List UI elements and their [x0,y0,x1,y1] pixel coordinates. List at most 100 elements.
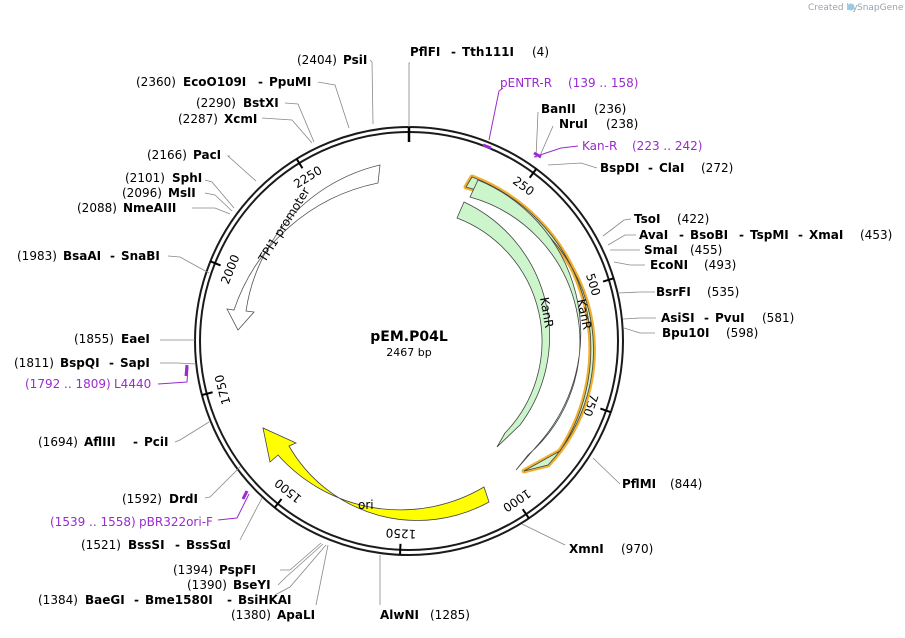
svg-text:PflMI: PflMI [622,477,656,491]
svg-text:PvuI: PvuI [715,311,745,325]
site-label-apali[interactable]: (1380) ApaLI [231,608,315,622]
svg-text:EaeI: EaeI [121,332,150,346]
site-label-banii[interactable]: BanII (236) [541,102,626,116]
svg-text:-: - [798,228,803,242]
svg-text:(535): (535) [707,285,739,299]
svg-text:-: - [679,228,684,242]
svg-text:Tth111I: Tth111I [462,45,514,59]
site-label-sphi[interactable]: (2101) SphI [125,171,202,185]
svg-text:-: - [648,161,653,175]
svg-text:BsrFI: BsrFI [656,285,691,299]
site-label-afliii[interactable]: (1694) AflIII - PciI [38,435,169,449]
svg-text:L4440: L4440 [114,377,151,391]
svg-text:(272): (272) [701,161,733,175]
svg-text:-: - [133,435,138,449]
svg-text:ApaLI: ApaLI [277,608,315,622]
site-label-psii[interactable]: (2404) PsiI [297,53,367,67]
primer-label-l4440[interactable]: (1792 .. 1809) L4440 [25,377,151,391]
feature-label-ori: ori [358,498,374,512]
svg-text:(1983): (1983) [17,249,57,263]
svg-text:TspMI: TspMI [750,228,789,242]
svg-text:EcoNI: EcoNI [650,258,688,272]
svg-text:(223 .. 242): (223 .. 242) [632,139,702,153]
svg-text:(1394): (1394) [173,563,213,577]
svg-text:(1855): (1855) [74,332,114,346]
feature-label-kanr-outer: KanR [574,298,594,331]
site-label-avai[interactable]: AvaI - BsoBI - TspMI - XmaI (453) [639,228,892,242]
site-label-bsrfi[interactable]: BsrFI (535) [656,285,739,299]
svg-text:-: - [739,228,744,242]
svg-text:(1380): (1380) [231,608,271,622]
primer-pentr-r-mark [483,145,491,148]
svg-text:(453): (453) [860,228,892,242]
site-label-xcmi[interactable]: (2287) XcmI [178,112,257,126]
svg-text:SphI: SphI [172,171,202,185]
svg-text:(1694): (1694) [38,435,78,449]
snapgene-logo-icon [848,4,855,11]
site-label-pflfi[interactable]: PflFI - Tth111I (4) [410,45,549,59]
site-label-bpu10i[interactable]: Bpu10I (598) [662,326,758,340]
svg-text:(4): (4) [532,45,549,59]
svg-text:(422): (422) [677,212,709,226]
svg-text:TsoI: TsoI [634,212,660,226]
site-label-bseyi[interactable]: (1390) BseYI [187,578,271,592]
site-label-ecoo109i[interactable]: (2360) EcoO109I - PpuMI [136,75,311,89]
svg-text:pBR322ori-F: pBR322ori-F [139,515,213,529]
svg-text:BspDI: BspDI [600,161,639,175]
site-label-econi[interactable]: EcoNI (493) [650,258,736,272]
svg-text:-: - [134,593,139,607]
primer-label-kan-r[interactable]: Kan-R (223 .. 242) [582,139,702,153]
svg-text:XcmI: XcmI [224,112,257,126]
plasmid-length: 2467 bp [386,346,431,359]
site-label-drdi[interactable]: (1592) DrdI [122,492,198,506]
site-label-bstxi[interactable]: (2290) BstXI [196,96,279,110]
svg-text:-: - [258,75,263,89]
site-label-bsssi[interactable]: (1521) BssSI - BssSαI [81,538,231,552]
svg-text:SnaBI: SnaBI [121,249,160,263]
site-label-tsoi[interactable]: TsoI (422) [634,212,709,226]
feature-kanr-inner[interactable] [457,202,550,447]
svg-text:(493): (493) [704,258,736,272]
site-label-baegi[interactable]: (1384) BaeGI - Bme1580I - BsiHKAI [38,593,292,607]
svg-text:pENTR-R: pENTR-R [500,76,552,90]
svg-text:NruI: NruI [559,117,588,131]
svg-text:(1592): (1592) [122,492,162,506]
svg-text:MslI: MslI [168,186,196,200]
svg-text:PspFI: PspFI [219,563,256,577]
svg-text:Bme1580I: Bme1580I [145,593,213,607]
svg-text:(2166): (2166) [147,148,187,162]
svg-text:BssSαI: BssSαI [186,538,231,552]
primer-label-pentr-r[interactable]: pENTR-R (139 .. 158) [500,76,638,90]
svg-text:BssSI: BssSI [128,538,165,552]
svg-text:EcoO109I: EcoO109I [183,75,246,89]
svg-text:(1811): (1811) [14,356,54,370]
site-label-asisi[interactable]: AsiSI - PvuI (581) [661,311,794,325]
site-label-alwni[interactable]: AlwNI (1285) [380,608,470,622]
site-label-pspfi[interactable]: (1394) PspFI [173,563,256,577]
site-label-bsaai[interactable]: (1983) BsaAI - SnaBI [17,249,160,263]
site-label-smai[interactable]: SmaI (455) [644,243,722,257]
site-label-paci[interactable]: (2166) PacI [147,148,221,162]
tick-label: 250 [510,174,537,199]
svg-text:AvaI: AvaI [639,228,668,242]
feature-ori[interactable] [263,428,489,520]
tick-label: 1750 [212,373,233,406]
tick-label: 2000 [218,253,242,287]
site-label-msli[interactable]: (2096) MslI [122,186,196,200]
primer-label-pbr322ori-f[interactable]: (1539 .. 1558) pBR322ori-F [50,515,213,529]
feature-label-tpi1: TPI1 promoter [255,185,313,266]
site-label-nrui[interactable]: NruI (238) [559,117,638,131]
svg-text:(2360): (2360) [136,75,176,89]
site-label-pflmi[interactable]: PflMI (844) [622,477,702,491]
primer-l4440-mark [186,365,187,376]
svg-text:(1792 .. 1809): (1792 .. 1809) [25,377,111,391]
svg-text:-: - [227,593,232,607]
site-label-bspdi[interactable]: BspDI - ClaI (272) [600,161,733,175]
svg-text:-: - [175,538,180,552]
svg-text:NmeAIII: NmeAIII [123,201,176,215]
site-label-xmni[interactable]: XmnI (970) [569,542,653,556]
site-label-nmeaiii[interactable]: (2088) NmeAIII [77,201,176,215]
site-label-eaei[interactable]: (1855) EaeI [74,332,150,346]
site-label-bspqi[interactable]: (1811) BspQI - SapI [14,356,150,370]
